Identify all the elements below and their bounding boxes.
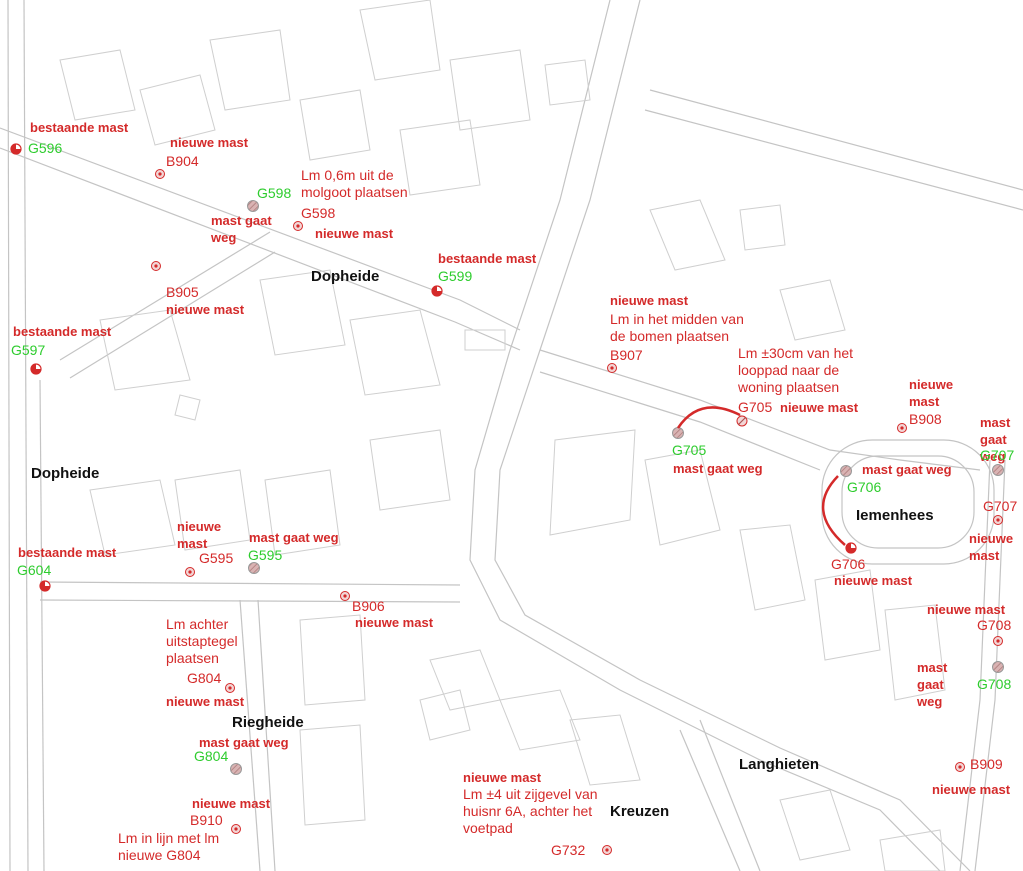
marker-weg-g598	[247, 200, 259, 212]
label-b908-status: nieuwe mast	[909, 377, 954, 409]
marker-nieuw-b910	[231, 824, 241, 834]
label-b905-code: B905	[166, 284, 199, 300]
marker-nieuw-g732	[602, 845, 612, 855]
label-g804-new-note: Lm achter uitstaptegel plaatsen	[166, 616, 238, 666]
label-g599-code: G599	[438, 268, 473, 284]
marker-weg-g595	[248, 562, 260, 574]
label-g596-code: G596	[28, 140, 63, 156]
label-b909-code: B909	[970, 756, 1003, 772]
label-b909-status: nieuwe mast	[932, 782, 1011, 797]
marker-bestaande-g706	[845, 542, 857, 554]
label-b907-note: Lm in het midden van de bomen plaatsen	[610, 311, 744, 344]
street-dopheide-left: Dopheide	[31, 465, 100, 482]
label-b908-code: B908	[909, 411, 942, 427]
marker-weg-g706	[840, 465, 852, 477]
label-b904-code: B904	[166, 153, 199, 169]
label-g595-old-code: G595	[248, 547, 283, 563]
label-g707-old-code: G707	[980, 447, 1015, 463]
marker-weg-g708	[992, 661, 1004, 673]
label-g598-new-note: Lm 0,6m uit de molgoot plaatsen	[301, 167, 408, 200]
marker-nieuw-b906	[340, 591, 350, 601]
label-g705-new-note: Lm ±30cm van het looppad naar de woning …	[738, 345, 854, 395]
label-g708-new-status: nieuwe mast	[927, 602, 1006, 617]
street-kreuzen: Kreuzen	[610, 803, 670, 820]
label-g595-old-status: mast gaat weg	[249, 530, 339, 545]
marker-weg-g705	[672, 427, 684, 439]
label-g706-old-status: mast gaat weg	[862, 462, 952, 477]
marker-nieuw-b904	[155, 169, 165, 179]
label-g707-new-code: G707	[983, 498, 1018, 514]
label-g732-code: G732	[551, 842, 586, 858]
label-g597-status: bestaande mast	[13, 324, 112, 339]
marker-bestaande-g604	[39, 580, 51, 592]
label-g596-status: bestaande mast	[30, 120, 129, 135]
label-b910-status: nieuwe mast	[192, 796, 271, 811]
label-g708-old-code: G708	[977, 676, 1012, 692]
arc-g706	[822, 475, 846, 546]
label-g706-new-code: G706	[831, 556, 866, 572]
marker-nieuw-g595	[185, 567, 195, 577]
label-g595-new-status: nieuwe mast	[177, 519, 222, 551]
label-g705-new-status: nieuwe mast	[780, 400, 859, 415]
marker-bestaande-g596	[10, 143, 22, 155]
base-buildings	[59, 0, 946, 871]
label-g604-status: bestaande mast	[18, 545, 117, 560]
label-b906-status: nieuwe mast	[355, 615, 434, 630]
label-b906-code: B906	[352, 598, 385, 614]
marker-bestaande-g597	[30, 363, 42, 375]
arc-g705	[676, 406, 741, 429]
marker-nieuw-b908	[897, 423, 907, 433]
street-dopheide-top: Dopheide	[311, 268, 380, 285]
removed-mast-markers	[230, 200, 1004, 775]
label-g732-status: nieuwe mast	[463, 770, 542, 785]
label-g708-old-status: mast gaat weg	[917, 660, 948, 709]
marker-nieuw-g598	[293, 221, 303, 231]
label-g598-new-code: G598	[301, 205, 336, 221]
street-langhieten: Langhieten	[739, 756, 820, 773]
marker-nieuw-g804	[225, 683, 235, 693]
marker-weg-g707	[992, 464, 1004, 476]
label-g705-old-code: G705	[672, 442, 707, 458]
label-g708-new-code: G708	[977, 617, 1012, 633]
label-g705-new-code: G705	[738, 399, 773, 415]
label-g598-old-code: G598	[257, 185, 292, 201]
label-g705-old-status: mast gaat weg	[673, 461, 763, 476]
label-g804-new-status: nieuwe mast	[166, 694, 245, 709]
label-g804-old-status: mast gaat weg	[199, 735, 289, 750]
marker-nieuw-b909	[955, 762, 965, 772]
label-b907-code: B907	[610, 347, 643, 363]
marker-bestaande-g599	[431, 285, 443, 297]
label-g706-old-code: G706	[847, 479, 882, 495]
label-g732-note: Lm ±4 uit zijgevel van huisnr 6A, achter…	[463, 786, 598, 836]
marker-nieuw-g707	[993, 515, 1003, 525]
label-g598-old-status: mast gaat weg	[211, 213, 272, 245]
label-g804-new-code: G804	[187, 670, 222, 686]
label-g707-old-status: mast gaat weg	[980, 415, 1011, 464]
label-b907-status: nieuwe mast	[610, 293, 689, 308]
marker-nieuw-g708	[993, 636, 1003, 646]
marker-nieuw-g705	[736, 415, 748, 427]
label-g599-status: bestaande mast	[438, 251, 537, 266]
relocation-arcs	[676, 406, 846, 546]
label-g598-new-status: nieuwe mast	[315, 226, 394, 241]
label-b904-status: nieuwe mast	[170, 135, 249, 150]
label-b910-code: B910	[190, 812, 223, 828]
label-g595-new-code: G595	[199, 550, 234, 566]
label-g604-code: G604	[17, 562, 52, 578]
street-iemenhees: Iemenhees	[856, 507, 934, 524]
label-g804-old-code: G804	[194, 748, 229, 764]
marker-nieuw-b907	[607, 363, 617, 373]
street-riegheide: Riegheide	[232, 714, 304, 731]
marker-weg-g804	[230, 763, 242, 775]
label-b910-note: Lm in lijn met lm nieuwe G804	[118, 830, 220, 863]
new-mast-markers	[151, 169, 1003, 855]
label-g597-code: G597	[11, 342, 46, 358]
marker-nieuw-b905	[151, 261, 161, 271]
label-b905-status: nieuwe mast	[166, 302, 245, 317]
label-g707-new-status: nieuwe mast	[969, 531, 1014, 563]
label-g706-new-status: nieuwe mast	[834, 573, 913, 588]
